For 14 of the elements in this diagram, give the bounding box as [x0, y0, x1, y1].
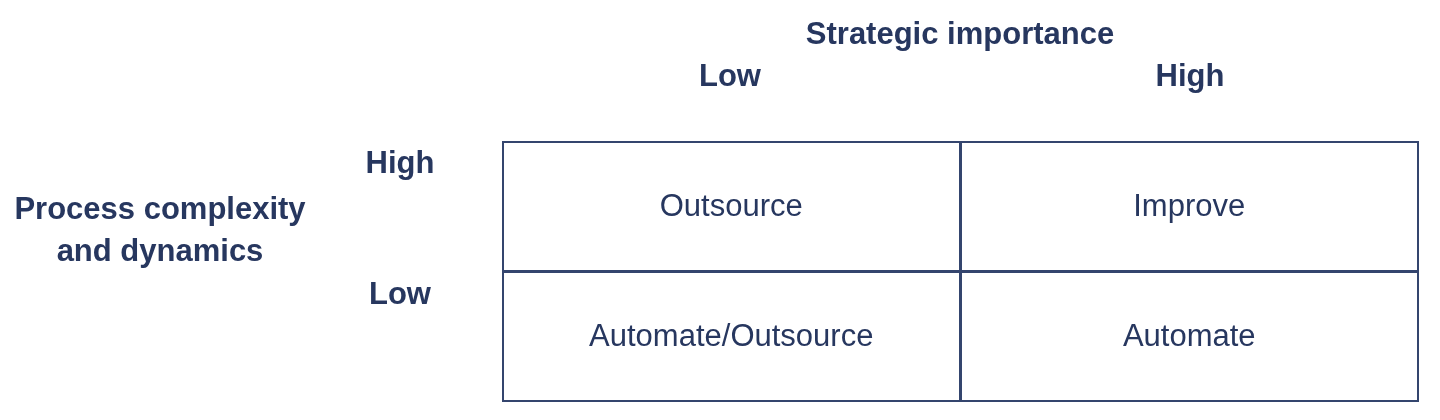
axis-level-label: Low — [698, 58, 762, 94]
cell-label: Automate — [1122, 318, 1256, 355]
axis-level-label: Low — [368, 276, 432, 312]
cell-label: Outsource — [659, 188, 803, 225]
matrix-cell — [502, 141, 961, 272]
cell-label: Automate/Outsource — [589, 318, 874, 355]
cell-label: Improve — [1133, 188, 1246, 225]
matrix-cell — [959, 141, 1419, 272]
axis-title: Process complexity and dynamics — [13, 190, 307, 270]
axis-level-label: High — [364, 145, 436, 181]
axis-level-label: High — [1154, 58, 1226, 94]
axis-title: Strategic importance — [804, 16, 1116, 52]
matrix-cell — [959, 270, 1419, 402]
matrix-cell — [502, 270, 961, 402]
